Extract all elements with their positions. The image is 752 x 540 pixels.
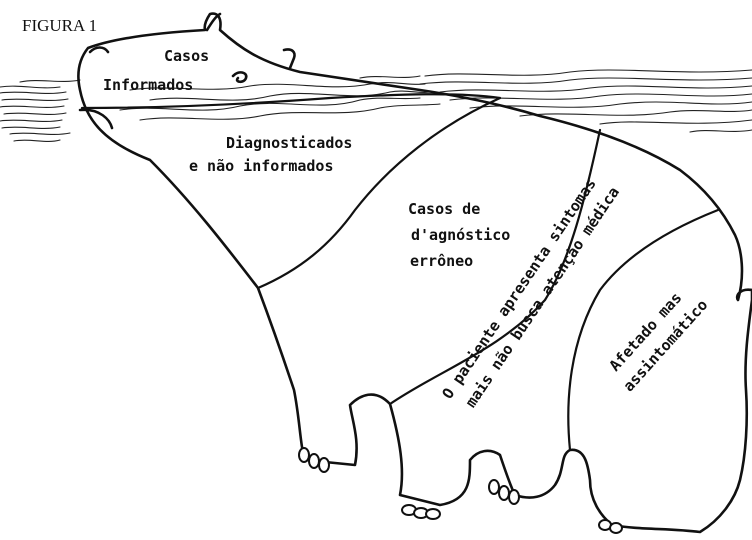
label-diagnosed-line1: Diagnosticados (226, 134, 352, 152)
label-misdiagnosed-line1: Casos de (408, 200, 480, 218)
label-misdiagnosed-line2: d'agnóstico (411, 226, 510, 244)
label-diagnosed-line2: e não informados (189, 157, 334, 175)
divider-waterline (82, 94, 500, 108)
label-informed: Casos Informados (103, 47, 209, 94)
hippo-toes (299, 448, 622, 533)
label-symptomatic-line2: mais não busca atenção médica (462, 183, 623, 410)
region-dividers (82, 94, 718, 450)
label-asymptomatic: Afetado mas assintomático (602, 280, 712, 395)
label-misdiagnosed: Casos de d'agnóstico errôneo (408, 200, 510, 270)
figure-label: FIGURA 1 (22, 16, 97, 35)
label-diagnosed: Diagnosticados e não informados (189, 134, 352, 175)
label-informed-line2: Informados (103, 76, 193, 94)
label-informed-line1: Casos (164, 47, 209, 65)
label-misdiagnosed-line3: errôneo (410, 252, 473, 270)
